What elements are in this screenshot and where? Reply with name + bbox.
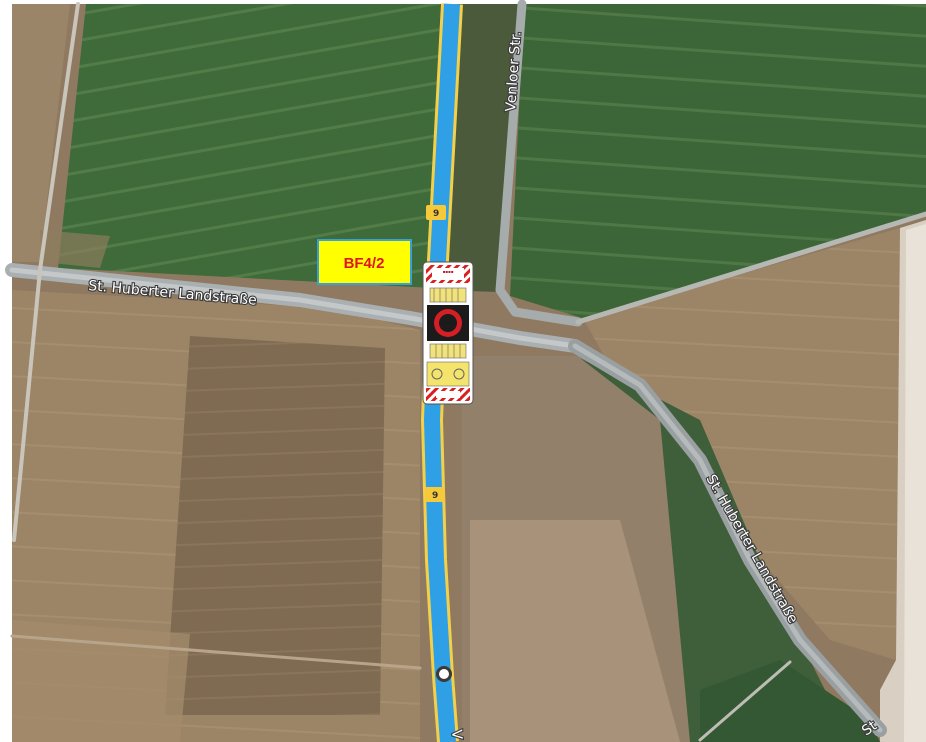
road-label-north: Venloer Str.	[503, 31, 525, 112]
site-label-badge[interactable]: BF4/2	[317, 239, 412, 285]
road-network	[5, 0, 926, 742]
route-end-marker-icon[interactable]	[436, 666, 452, 682]
route-shield-north: 9	[426, 205, 446, 220]
site-label-text: BF4/2	[344, 255, 385, 272]
svg-text:▪▪▪▪: ▪▪▪▪	[443, 269, 454, 274]
road-closure-sign-icon[interactable]: ▪▪▪▪	[422, 261, 474, 405]
road-label-bottom: V	[448, 729, 465, 740]
route-shield-south: 9	[425, 487, 445, 502]
svg-text:9: 9	[433, 209, 439, 219]
svg-text:9: 9	[432, 491, 438, 501]
